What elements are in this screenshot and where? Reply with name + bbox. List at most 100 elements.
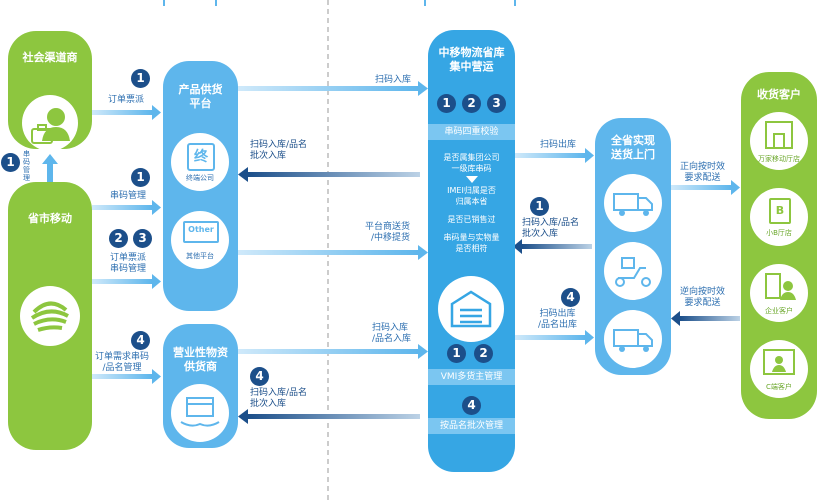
product-platform-title: 产品供货 平台	[178, 83, 223, 110]
social-channel-title: 社会渠道商	[22, 51, 78, 64]
scooter-circle	[604, 242, 662, 300]
terminal-logo-icon: 终	[187, 143, 215, 171]
terminal-company-label: 终端公司	[186, 174, 214, 182]
shop-home-label: 万家移动厅店	[758, 155, 800, 163]
badge-1-serial: 1	[131, 168, 150, 187]
delivery-node: 全省实现 送货上门	[595, 118, 671, 375]
province-mobile-title: 省市移动	[28, 212, 72, 225]
label-order-settle: 订单票派	[108, 95, 145, 105]
badge-wh-2: 2	[462, 94, 481, 113]
label-scan-return-2: 扫码入库/品名 批次入库	[250, 388, 308, 409]
supplier-title: 营业性物资 供货商	[173, 346, 228, 373]
check-step-3: 是否已销售过	[447, 215, 496, 224]
band-batch: 按品名批次管理	[428, 418, 515, 434]
badge-vmi-2: 2	[474, 344, 493, 363]
businessman-icon	[31, 108, 70, 144]
package-hand-icon	[180, 397, 220, 427]
b-store-icon: B	[769, 198, 791, 224]
label-scan-in-1: 扫码入库	[375, 75, 412, 85]
customers-title: 收货客户	[757, 88, 801, 101]
badge-1-order: 1	[131, 69, 150, 88]
store-icon	[765, 121, 793, 149]
badge-4-need: 4	[131, 331, 150, 350]
label-scan-return-1: 扫码入库/品名 批次入库	[250, 140, 308, 161]
delivery-title: 全省实现 送货上门	[611, 134, 655, 161]
warehouse-title: 中移物流省库 集中营运	[438, 46, 505, 73]
arrow-delivery-to-customers	[671, 180, 740, 195]
badge-1-left: 1	[1, 153, 20, 172]
arrow-warehouse-to-platform-1	[238, 167, 420, 182]
small-shop-circle: B 小B厅店	[750, 188, 808, 246]
enterprise-building-icon	[765, 273, 796, 300]
arrow-platform-to-warehouse-1	[238, 81, 428, 96]
supplier-node: 营业性物资 供货商	[163, 324, 238, 448]
label-serial-mgmt-vertical: 串码管理	[23, 150, 30, 182]
label-scan-out-2: 扫码出库 /品名出库	[538, 309, 578, 330]
social-icon-circle	[22, 95, 78, 151]
label-platform-ship: 平台商送货 /中移提货	[365, 222, 411, 243]
customers-node: 收货客户 万家移动厅店 B 小B厅店 企业客户 C端客户	[741, 72, 817, 419]
badge-4-out: 4	[561, 288, 580, 307]
badge-batch-4: 4	[462, 396, 481, 415]
terminal-company-circle: 终 终端公司	[171, 133, 229, 191]
label-forward: 正向按时效 要求配送	[680, 162, 726, 183]
badge-4-return: 4	[250, 367, 269, 386]
label-scan-out-1: 扫码出库	[540, 140, 577, 150]
truck-circle	[604, 174, 662, 232]
arrow-platform-to-warehouse-2	[238, 245, 428, 260]
arrow-delivery-to-warehouse	[513, 239, 592, 254]
warehouse-building-icon	[450, 290, 492, 328]
label-order-serial: 订单票派 串码管理	[110, 253, 147, 274]
label-scan-return-3: 扫码入库/品名 批次入库	[522, 218, 580, 239]
check-step-1: 是否属集团公司 一级库串码	[443, 153, 500, 173]
enterprise-label: 企业客户	[765, 307, 793, 315]
scooter-icon	[615, 257, 651, 287]
c-customer-icon	[763, 349, 795, 375]
label-serial-mgmt: 串码管理	[110, 191, 147, 201]
badge-vmi-1: 1	[447, 344, 466, 363]
supplier-icon-circle	[171, 384, 229, 442]
china-mobile-logo-icon	[30, 301, 69, 332]
small-shop-label: 小B厅店	[766, 229, 792, 237]
badge-wh-3: 3	[487, 94, 506, 113]
label-scan-in-2: 扫码入库 /品名入库	[372, 323, 412, 344]
truck-circle-2	[604, 310, 662, 368]
truck-icon	[613, 193, 653, 216]
warehouse-node: 中移物流省库 集中营运 1 2 3 串码四重校验 是否属集团公司 一级库串码 I…	[428, 30, 515, 472]
shop-home-circle: 万家移动厅店	[750, 112, 808, 170]
badge-3-order: 3	[133, 229, 152, 248]
down-chevron-icon	[466, 176, 478, 183]
arrow-supplier-to-warehouse	[238, 344, 428, 359]
store-front-icon: Other	[183, 221, 219, 243]
mobile-logo-circle	[20, 286, 80, 346]
check-step-4: 串码量与实物量 是否相符	[443, 233, 500, 253]
arrow-warehouse-to-delivery-1	[515, 148, 594, 163]
check-step-2: IMEI归属是否 归属本省	[447, 186, 496, 206]
other-platform-circle: Other 其他平台	[171, 211, 229, 269]
label-order-need: 订单需求串码 /品名管理	[95, 352, 150, 373]
badge-wh-1: 1	[437, 94, 456, 113]
badge-1-return: 1	[530, 197, 549, 216]
arrow-mobile-supplier	[92, 369, 161, 384]
band-serial-check: 串码四重校验	[428, 124, 515, 140]
truck-icon-2	[613, 329, 653, 352]
c-customer-label: C端客户	[766, 383, 792, 391]
arrow-mobile-to-social	[42, 154, 58, 182]
arrow-warehouse-to-delivery-2	[515, 330, 594, 345]
product-platform-node: 产品供货 平台 终 终端公司 Other 其他平台	[163, 61, 238, 311]
arrow-mobile-order	[92, 274, 161, 289]
province-mobile-node: 省市移动	[8, 182, 92, 450]
c-customer-circle: C端客户	[750, 340, 808, 398]
arrow-mobile-serial	[92, 200, 161, 215]
arrow-social-to-platform	[92, 105, 161, 120]
warehouse-icon-circle	[438, 276, 504, 342]
badge-2-order: 2	[109, 229, 128, 248]
other-platform-label: 其他平台	[186, 252, 214, 260]
band-vmi: VMI多货主管理	[428, 369, 515, 385]
arrow-customers-to-delivery	[671, 311, 740, 326]
social-channel-node: 社会渠道商	[8, 31, 92, 151]
arrow-warehouse-to-supplier	[238, 409, 420, 424]
enterprise-circle: 企业客户	[750, 264, 808, 322]
label-reverse: 逆向按时效 要求配送	[680, 287, 726, 308]
